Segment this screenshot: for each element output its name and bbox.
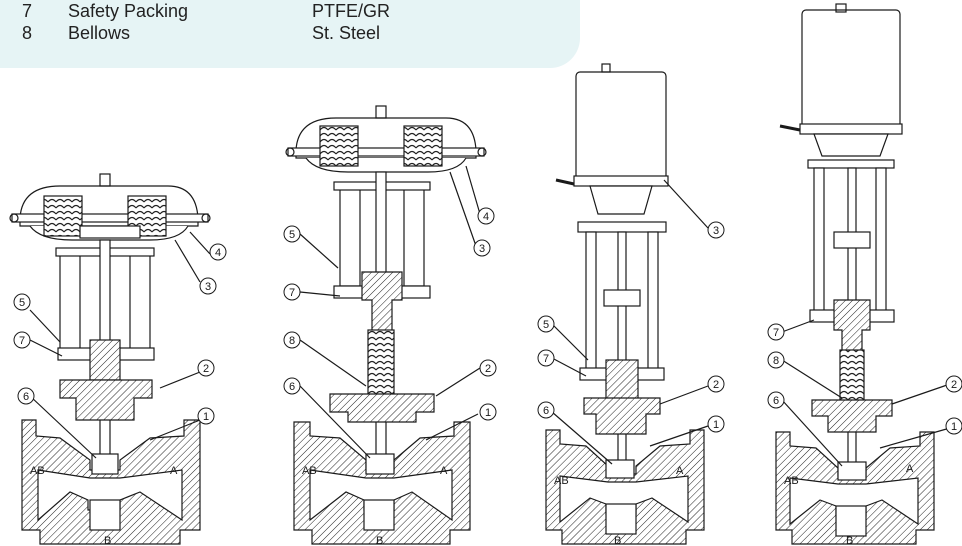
legend-number: 8 <box>22 23 33 43</box>
port-label-ab: AB <box>30 465 45 477</box>
port-label-ab: AB <box>784 475 799 487</box>
port-label-a: A <box>676 465 684 477</box>
bellows <box>367 329 395 407</box>
valve-view-pneumatic-bellows <box>285 105 487 545</box>
callout-label: 1 <box>485 407 491 419</box>
stem-coupling <box>833 231 871 249</box>
callout-label: 4 <box>215 247 221 259</box>
callout-label: 3 <box>713 225 719 237</box>
view-3-callouts: 3 5 7 6 2 1 AB A B <box>537 221 725 546</box>
electric-actuator-housing <box>801 9 901 131</box>
legend-part-name: Safety Packing <box>68 1 189 21</box>
legend-part-name: Bellows <box>68 23 131 43</box>
stem-coupling <box>603 289 641 307</box>
gland <box>605 359 639 401</box>
port-label-b: B <box>846 535 853 546</box>
spring-left <box>43 195 83 237</box>
callout-label: 4 <box>483 211 489 223</box>
port-label-a: A <box>170 465 178 477</box>
electric-actuator-housing <box>575 71 667 183</box>
port-label-ab: AB <box>302 465 317 477</box>
callout-label: 2 <box>203 363 209 375</box>
callout-label: 5 <box>289 229 295 241</box>
callout-label: 1 <box>203 411 209 423</box>
callout-label: 7 <box>543 353 549 365</box>
port-label-b: B <box>104 535 111 546</box>
port-label-ab: AB <box>554 475 569 487</box>
view-2-callouts: 4 3 5 7 8 6 2 1 AB A B <box>283 207 497 546</box>
callout-label: 3 <box>479 243 485 255</box>
legend-number: 7 <box>22 1 33 21</box>
housing-flange <box>11 213 209 223</box>
callout-label: 1 <box>713 419 719 431</box>
callout-label: 5 <box>543 319 549 331</box>
bonnet <box>811 399 893 433</box>
callout-label: 2 <box>713 379 719 391</box>
callout-label: 7 <box>289 287 295 299</box>
callout-label: 3 <box>205 281 211 293</box>
bonnet <box>583 397 661 435</box>
valve-view-pneumatic <box>9 173 211 545</box>
callout-label: 5 <box>19 297 25 309</box>
valve-view-electric-bellows <box>775 3 951 545</box>
port-label-b: B <box>376 535 383 546</box>
callout-label: 8 <box>773 355 779 367</box>
callout-label: 2 <box>485 363 491 375</box>
spring-left <box>319 125 359 167</box>
housing-flange <box>287 147 485 157</box>
callout-label: 2 <box>951 379 957 391</box>
legend-panel: 7 Safety Packing PTFE/GR 8 Bellows St. S… <box>0 0 580 68</box>
spring-right <box>403 125 443 167</box>
gland <box>89 339 121 381</box>
callout-label: 6 <box>289 381 295 393</box>
legend-material: St. Steel <box>312 23 381 43</box>
port-label-a: A <box>906 463 914 475</box>
view-1-callouts: 4 3 5 7 6 2 1 AB A B <box>13 243 227 546</box>
bonnet <box>329 393 435 423</box>
callout-label: 7 <box>19 335 25 347</box>
port-label-a: A <box>440 465 448 477</box>
callout-label: 8 <box>289 335 295 347</box>
valve-view-electric <box>545 63 709 545</box>
callout-label: 6 <box>773 395 779 407</box>
port-label-b: B <box>614 535 621 546</box>
callout-label: 1 <box>951 421 957 433</box>
callout-label: 6 <box>543 405 549 417</box>
callout-label: 6 <box>23 391 29 403</box>
legend-material: PTFE/GR <box>312 1 391 21</box>
view-4-callouts: 7 8 6 2 1 AB A B <box>767 323 962 546</box>
bonnet <box>59 379 153 421</box>
callout-label: 7 <box>773 327 779 339</box>
